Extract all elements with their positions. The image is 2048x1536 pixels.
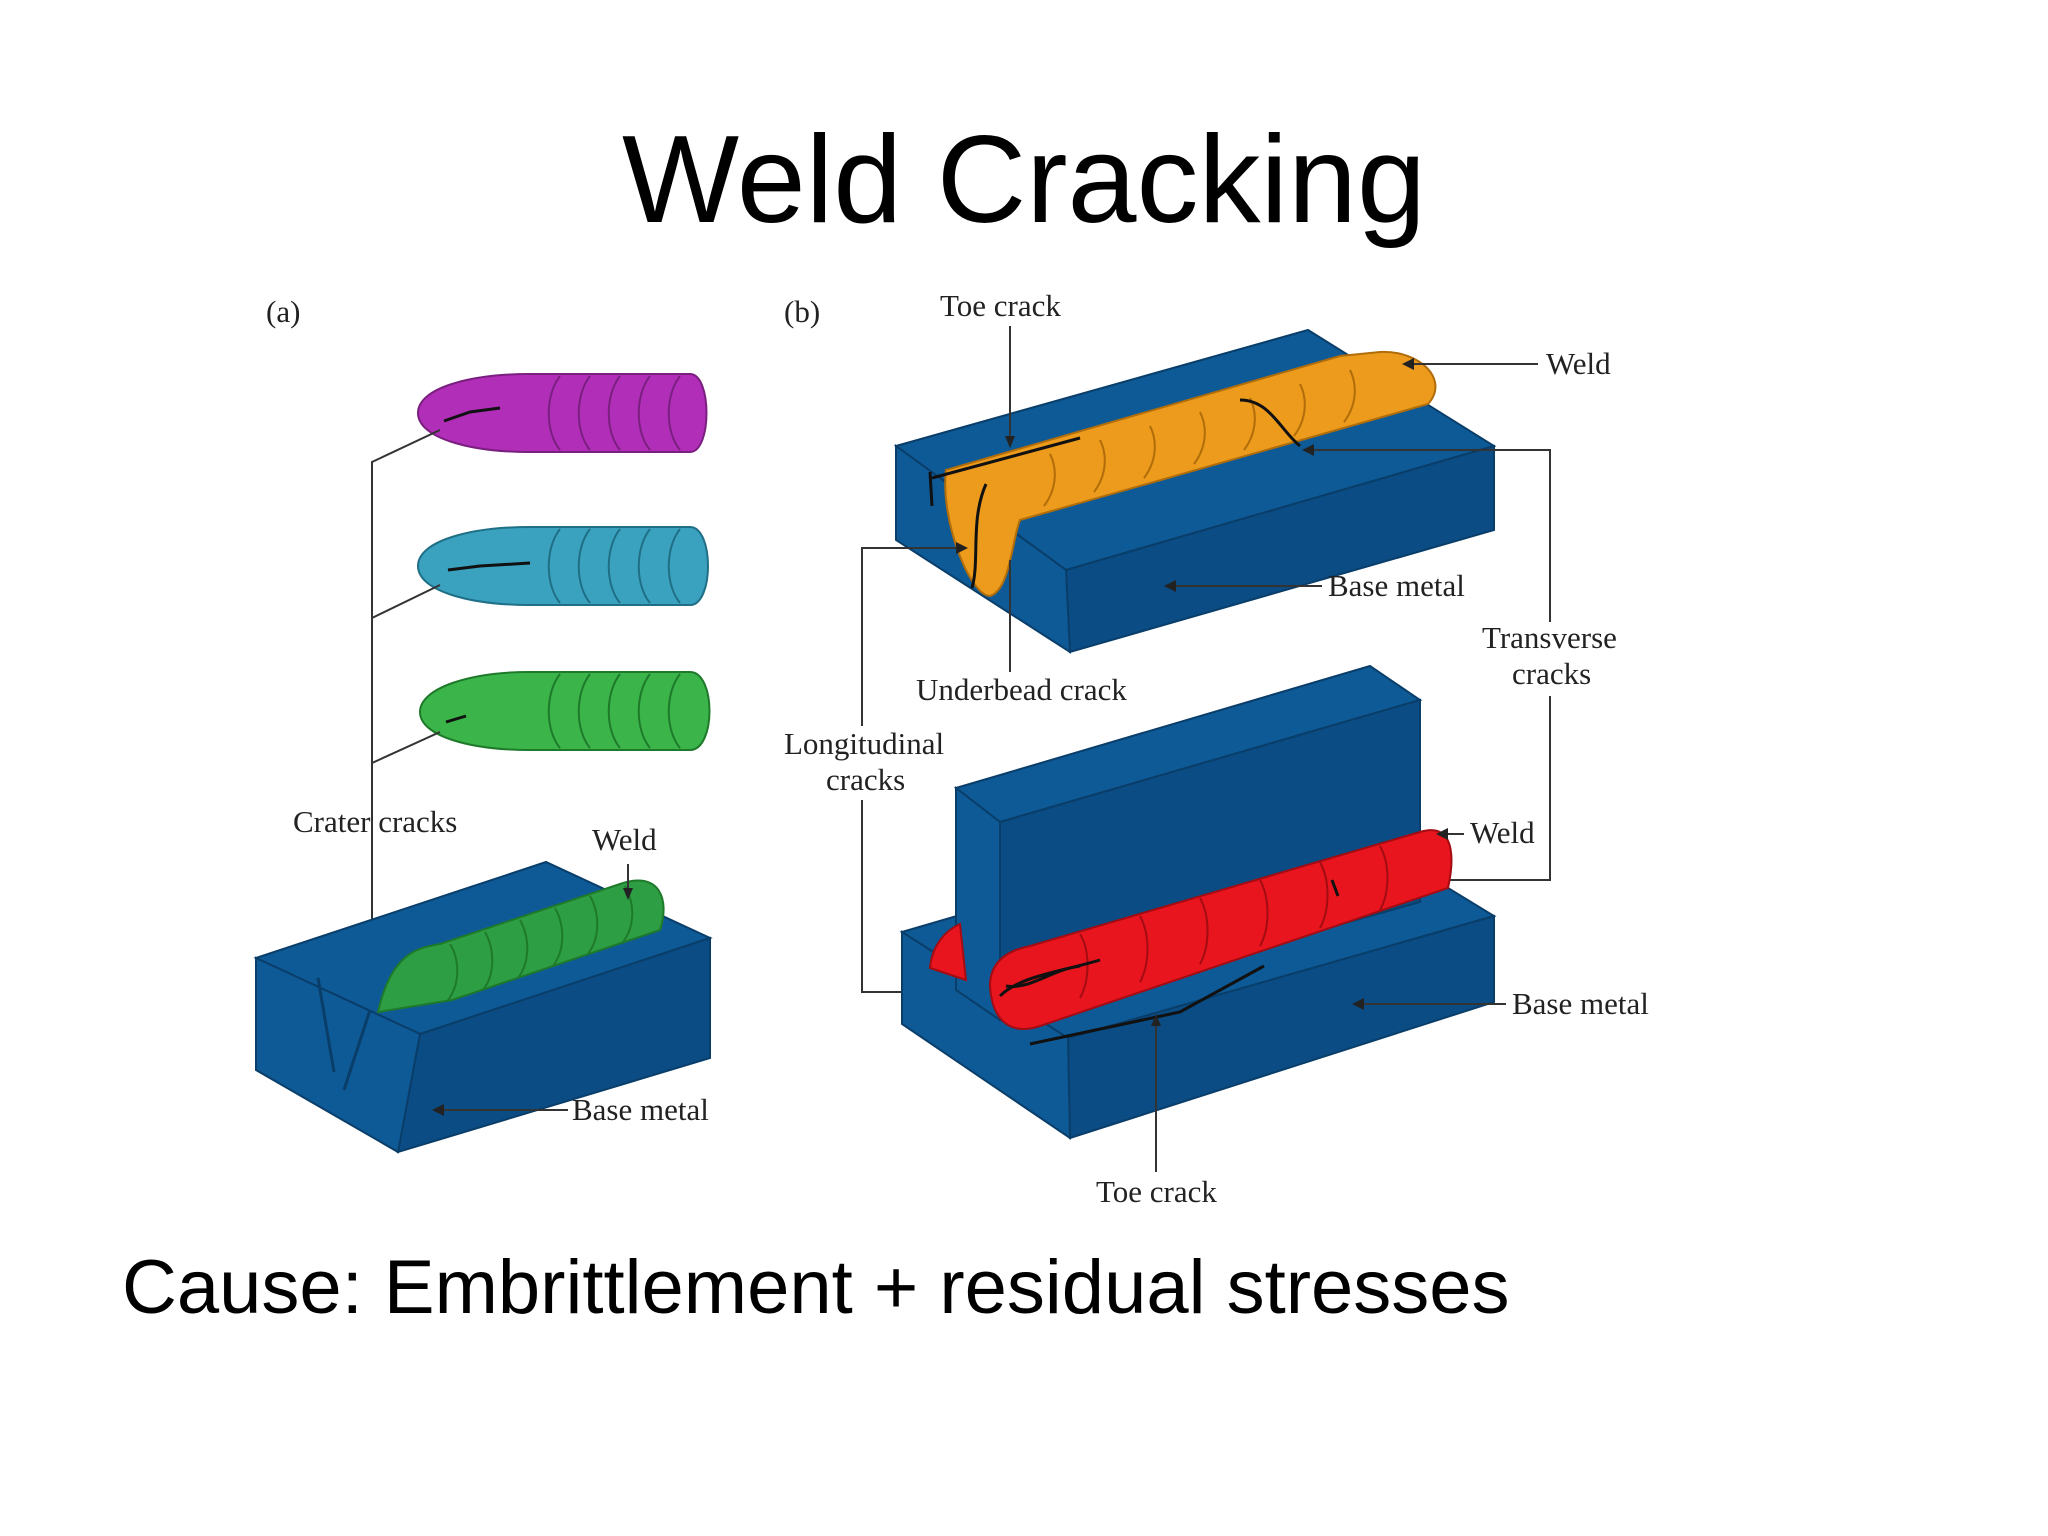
base-metal-label-a: Base metal bbox=[572, 1092, 709, 1127]
crater-bead-magenta bbox=[416, 373, 708, 453]
weld-bottom-label: Weld bbox=[1470, 815, 1535, 850]
toe-crack-bottom-label: Toe crack bbox=[1096, 1174, 1217, 1209]
toe-crack-top-label: Toe crack bbox=[940, 288, 1061, 323]
t-joint-weld-b bbox=[928, 829, 1453, 1046]
transverse-cracks-label-2: cracks bbox=[1512, 656, 1591, 691]
weld-label-a: Weld bbox=[592, 822, 657, 857]
panel-a-label: (a) bbox=[266, 294, 300, 329]
crater-cracks-label: Crater cracks bbox=[293, 804, 457, 839]
weld-bead-a bbox=[376, 879, 665, 1014]
crater-bead-green bbox=[418, 671, 711, 751]
cause-text: Cause: Embrittlement + residual stresses bbox=[122, 1245, 1510, 1330]
underbead-crack-label: Underbead crack bbox=[916, 672, 1127, 707]
slide-title: Weld Cracking bbox=[621, 111, 1426, 249]
base-metal-top-label: Base metal bbox=[1328, 568, 1465, 603]
longitudinal-cracks-label-2: cracks bbox=[826, 762, 905, 797]
weld-top-label: Weld bbox=[1546, 346, 1611, 381]
transverse-cracks-label-1: Transverse bbox=[1482, 620, 1617, 655]
base-metal-bottom-label: Base metal bbox=[1512, 986, 1649, 1021]
panel-b-label: (b) bbox=[784, 294, 820, 329]
longitudinal-cracks-label-1: Longitudinal bbox=[784, 726, 944, 761]
crater-bead-teal bbox=[416, 526, 709, 606]
